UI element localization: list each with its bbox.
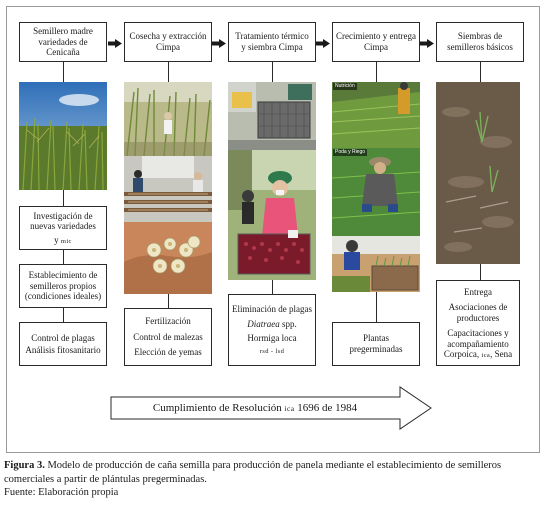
ica-abbrev: ica bbox=[284, 403, 295, 413]
bud-selection-text: Elección de yemas bbox=[134, 347, 202, 358]
diatraea-text: Diatraea bbox=[247, 318, 280, 329]
pest-elimination-text: Eliminación de plagas bbox=[232, 304, 312, 315]
training-text: Capacitaciones y acompañamiento bbox=[447, 328, 509, 349]
resolution-text: Cumplimiento de Resolución bbox=[152, 402, 285, 414]
nutrition-tag: Nutrición bbox=[333, 83, 357, 90]
connector bbox=[168, 294, 169, 308]
research-mic-line: y mic bbox=[54, 235, 72, 246]
associations-text: Asociaciones de productores bbox=[448, 302, 508, 323]
connector bbox=[480, 62, 481, 82]
source-text: Fuente: Elaboración propia bbox=[4, 487, 119, 499]
nutrition-seedbed-photo: Nutrición bbox=[332, 82, 420, 148]
seed-chips-photo bbox=[124, 222, 212, 294]
connector bbox=[272, 280, 273, 294]
sugarcane-field-photo bbox=[19, 82, 107, 190]
weed-control-text: Control de malezas bbox=[133, 331, 203, 342]
resolution-number: 1696 de 1984 bbox=[294, 402, 358, 414]
ica-abbrev: ica bbox=[481, 352, 491, 360]
establishment-box: Establecimiento de semilleros propios (c… bbox=[19, 264, 107, 308]
connector bbox=[480, 264, 481, 280]
research-y: y bbox=[54, 234, 59, 245]
mic-abbrev: mic bbox=[60, 237, 72, 245]
figure-caption: Figura 3. Modelo de producción de caña s… bbox=[4, 459, 540, 500]
resolution-arrow-icon bbox=[110, 386, 432, 430]
diatraea-line: Diatraea spp. bbox=[247, 319, 297, 330]
figure-label: Figura 3. bbox=[4, 460, 45, 471]
seedbed-planting-photo bbox=[436, 82, 520, 264]
rsd-lsd-text: rsd - lsd bbox=[259, 348, 285, 356]
pruning-tag: Poda y Riego bbox=[333, 149, 368, 156]
fertilization-box: Fertilización Control de malezas Elecció… bbox=[124, 308, 212, 366]
harvest-field-photo bbox=[124, 82, 212, 156]
delivery-text: Entrega bbox=[464, 286, 492, 297]
arrow-right-icon bbox=[420, 39, 434, 48]
caption-text: Modelo de producción de caña semilla par… bbox=[4, 460, 502, 485]
arrow-right-icon bbox=[108, 39, 122, 48]
stage-title-2: Cosecha y extracción Cimpa bbox=[129, 31, 207, 52]
pest-control-text: Control de plagas bbox=[31, 332, 95, 343]
establishment-text: Establecimiento de semilleros propios (c… bbox=[24, 270, 102, 302]
phytosanitary-text: Análisis fitosanitario bbox=[25, 344, 101, 355]
spp-text: spp. bbox=[279, 318, 297, 329]
stage-box-3: Tratamiento térmico y siembra Cimpa bbox=[228, 22, 316, 62]
connector bbox=[376, 62, 377, 82]
connector bbox=[63, 308, 64, 322]
research-box: Investigación de nuevas variedades y mic bbox=[19, 206, 107, 250]
crazy-ant-text: Hormiga loca bbox=[247, 333, 297, 344]
pest-control-box: Control de plagas Análisis fitosanitario bbox=[19, 322, 107, 366]
stage-title-5: Siembras de semilleros básicos bbox=[447, 31, 513, 52]
arrow-right-icon bbox=[212, 39, 226, 48]
fertilization-text: Fertilización bbox=[145, 316, 191, 327]
stage-title-4: Crecimiento y entrega Cimpa bbox=[336, 31, 416, 52]
corpoica-text: Corpoica, bbox=[443, 349, 482, 360]
training-line: Capacitaciones y acompañamiento Corpoica… bbox=[440, 328, 516, 359]
stage-box-5: Siembras de semilleros básicos bbox=[436, 22, 524, 62]
delivery-box: Entrega Asociaciones de productores Capa… bbox=[436, 280, 520, 366]
connector bbox=[376, 292, 377, 322]
pest-elimination-box: Eliminación de plagas Diatraea spp. Horm… bbox=[228, 294, 316, 366]
stage-box-4: Crecimiento y entrega Cimpa bbox=[332, 22, 420, 62]
connector bbox=[168, 62, 169, 82]
thermal-treatment-photo bbox=[228, 82, 316, 150]
resolution-banner: Cumplimiento de Resolución ica 1696 de 1… bbox=[110, 386, 400, 430]
sena-text: , Sena bbox=[490, 349, 513, 360]
connector bbox=[63, 250, 64, 264]
stage-box-2: Cosecha y extracción Cimpa bbox=[124, 22, 212, 62]
stage-title-3: Tratamiento térmico y siembra Cimpa bbox=[235, 31, 309, 52]
connector bbox=[63, 190, 64, 206]
pruning-irrigation-photo: Poda y Riego bbox=[332, 148, 420, 236]
planting-worker-photo bbox=[228, 150, 316, 280]
pregerminated-plants-text: Plantas pregerminadas bbox=[349, 333, 403, 354]
connector bbox=[63, 62, 64, 82]
seedling-trays-photo bbox=[332, 236, 420, 292]
stage-title-1: Semillero madre variedades de Cenicaña bbox=[33, 26, 93, 58]
pregerminated-plants-box: Plantas pregerminadas bbox=[332, 322, 420, 366]
stage-box-1: Semillero madre variedades de Cenicaña bbox=[19, 22, 107, 62]
arrow-right-icon bbox=[316, 39, 330, 48]
extraction-workers-photo bbox=[124, 156, 212, 222]
research-text: Investigación de nuevas variedades bbox=[30, 210, 96, 232]
connector bbox=[272, 62, 273, 82]
